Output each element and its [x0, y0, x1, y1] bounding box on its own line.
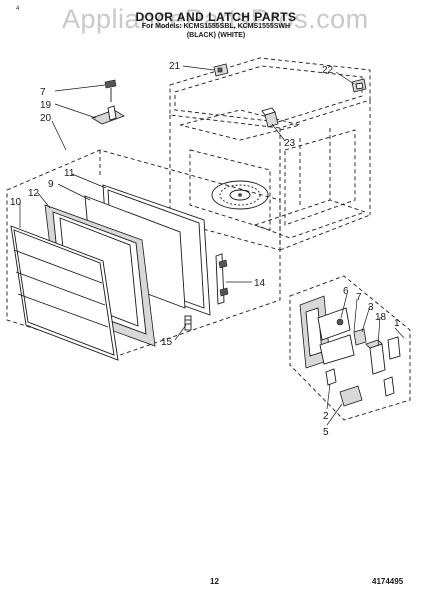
callout-21: 21	[169, 61, 181, 72]
callout-10: 10	[10, 197, 22, 208]
callout-11: 11	[64, 168, 75, 179]
callout-14: 14	[254, 278, 266, 289]
callout-9: 9	[48, 179, 54, 190]
callout-5: 5	[323, 427, 329, 438]
latch-bracket	[299, 295, 355, 369]
callout-7-latch: 7	[356, 292, 362, 303]
part-21-bracket	[213, 63, 229, 77]
hinge-screw-7	[104, 79, 117, 102]
callout-19: 19	[40, 100, 52, 111]
part-22-bracket	[351, 78, 367, 93]
model-numbers: For Models: KCMS1555SBL, KCMS1555SWH	[141, 23, 291, 30]
callout-7-hinge: 7	[40, 87, 46, 98]
hinge-bracket-19	[91, 105, 125, 125]
callout-18: 18	[375, 312, 387, 323]
part-1-switch	[383, 336, 401, 397]
part-3-switch	[353, 328, 367, 346]
callout-3: 3	[368, 302, 374, 313]
callout-1: 1	[394, 318, 400, 329]
latch-assembly-box	[289, 275, 411, 421]
door-assembly-box	[6, 149, 281, 356]
part-6-screw	[336, 318, 344, 326]
part-2-actuator	[325, 368, 337, 386]
callout-23: 23	[284, 138, 296, 149]
part-10-door-panel	[10, 225, 119, 361]
part-18-switch	[365, 339, 386, 375]
cabinet-outline	[169, 57, 371, 251]
part-23-switch-block	[261, 107, 279, 128]
callout-12: 12	[28, 188, 40, 199]
callout-22: 22	[322, 65, 334, 76]
part-14-latch-hook	[215, 253, 229, 305]
part-15-spring	[184, 315, 192, 331]
callout-15: 15	[161, 337, 173, 348]
leader-lines	[19, 65, 405, 426]
page-number: 12	[210, 577, 219, 586]
callout-20: 20	[40, 113, 52, 124]
watermark-text: AppliancePartsPros.com	[62, 4, 369, 34]
diagram-title: DOOR AND LATCH PARTS	[135, 10, 297, 24]
corner-mark: 4	[16, 6, 20, 12]
turntable-ring	[211, 180, 269, 210]
model-colors: (BLACK) (WHITE)	[186, 32, 246, 39]
callout-6: 6	[343, 286, 349, 297]
callout-2: 2	[323, 411, 329, 422]
document-number: 4174495	[372, 577, 404, 586]
part-5-lever	[339, 385, 363, 407]
